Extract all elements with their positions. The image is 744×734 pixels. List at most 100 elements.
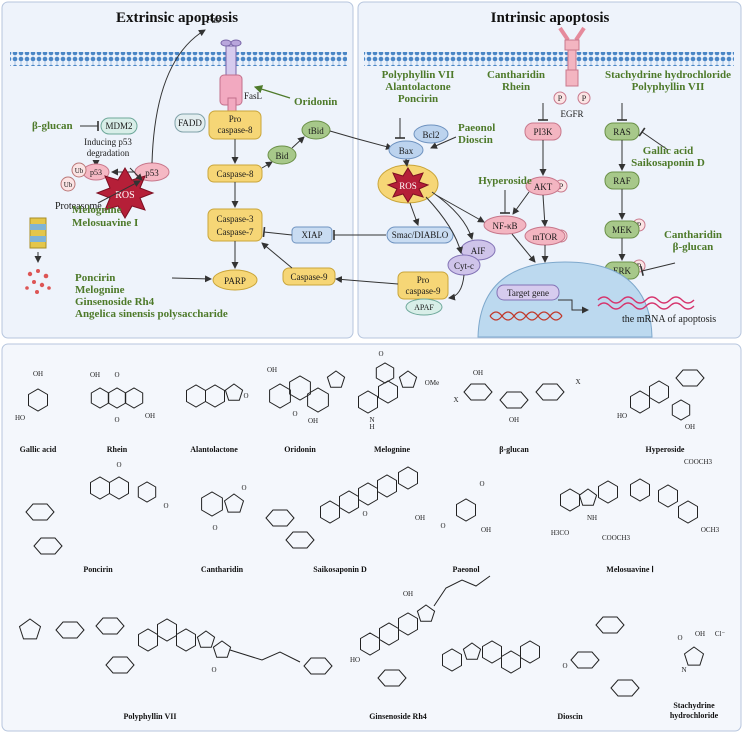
polyphyllin-sugar-5 — [303, 657, 333, 675]
melognine-ring-2 — [378, 380, 398, 404]
poncirin-ring-2 — [109, 476, 129, 500]
tbid-node — [301, 120, 331, 140]
cantharidin-anhydride — [223, 493, 245, 513]
bcl2-label: Bcl2 — [423, 130, 440, 140]
hyperoside-ho: HO — [617, 412, 627, 420]
int-drug-0-1: Alantolactone — [385, 81, 451, 93]
inducing-l1: Inducing p53 — [84, 137, 132, 147]
melognine-ring-1 — [358, 390, 378, 414]
dioscin-sugar-2 — [595, 616, 625, 634]
int-drug-4-1: Saikosaponin D — [631, 157, 705, 169]
arrow-melognine-p53 — [97, 180, 141, 204]
oridonin-ring-1 — [269, 383, 291, 409]
drug-bglucan: β-glucan — [32, 120, 73, 132]
melognine-h: H — [369, 423, 374, 431]
polyphyllin-sugar-4 — [105, 656, 135, 674]
akt-label: AKT — [534, 182, 553, 192]
melos-ring-1 — [560, 488, 580, 512]
oridonin-ring-4 — [326, 370, 346, 388]
egfr-receptor — [558, 26, 586, 87]
polyphyllin-sugar-1 — [18, 618, 42, 640]
poly-ome: O — [211, 666, 216, 674]
arrow-paeonol-bax — [430, 136, 457, 149]
drug-oridonin: Oridonin — [294, 96, 337, 108]
target-gene-label: Target gene — [507, 288, 549, 298]
smac-label: Smac/DIABLO — [392, 230, 449, 240]
bglucan-sugar-1 — [463, 383, 493, 401]
extrinsic-panel — [1, 1, 354, 339]
arrow-ros-cytc — [425, 196, 464, 254]
fasl-label: FasL — [244, 91, 262, 101]
ros-burst-right — [386, 167, 430, 203]
saiko-ring-5 — [398, 466, 418, 490]
caspase7-label: Caspase-7 — [217, 227, 254, 237]
melognine-ring-3 — [398, 370, 418, 388]
dioscin-sugar-3 — [610, 679, 640, 697]
gallic-ring — [28, 388, 48, 412]
proteasome-icon — [25, 217, 51, 294]
intrinsic-panel — [357, 1, 742, 339]
dioscin-o: O — [562, 662, 567, 670]
arrow-p53-fas — [151, 29, 206, 164]
bglucan-oh2: OH — [509, 416, 519, 424]
ros-label-right: ROS — [399, 181, 417, 191]
membrane-left — [10, 52, 347, 66]
egfr-label: EGFR — [560, 109, 583, 119]
p53-label: p53 — [145, 168, 159, 178]
apaf-node — [405, 298, 443, 316]
bglucan-sugar-3 — [535, 383, 565, 401]
melos-ring-5 — [658, 484, 678, 508]
nfkb-node — [483, 215, 527, 235]
erk-label: ERK — [613, 266, 632, 276]
gins-sugar — [377, 669, 407, 687]
int-drug-hyperoside: Hyperoside — [478, 175, 532, 187]
oridonin-ring-3 — [307, 387, 329, 413]
melos-ring-3 — [598, 480, 618, 504]
ub-label-2: Ub — [64, 181, 73, 189]
mdm2-label: MDM2 — [105, 121, 132, 131]
gallic-inhibit — [638, 127, 669, 151]
int-drug-3-1: Dioscin — [458, 134, 493, 146]
ub-label-1: Ub — [75, 167, 84, 175]
bax-label: Bax — [399, 146, 414, 156]
membrane-right — [364, 52, 734, 66]
dioscin-sugar-1 — [570, 651, 600, 669]
melognine-o: O — [378, 350, 383, 358]
phospho-label-5: P — [637, 262, 642, 271]
polyphyllin-sugar-2 — [55, 621, 85, 639]
gallic-oh: OH — [33, 370, 43, 378]
caspase3-label: Caspase-3 — [217, 214, 254, 224]
struct-caption-r2-0: Poncirin — [83, 565, 113, 574]
mek-label: MEK — [612, 225, 633, 235]
paeonol-o: O — [479, 480, 484, 488]
caspase8-label: Caspase-8 — [217, 169, 254, 179]
struct-caption-r1-6: Hyperoside — [646, 445, 685, 454]
xiap-label: XIAP — [301, 230, 322, 240]
phospho-label-0: P — [558, 94, 563, 103]
struct-caption-r3-3: Stachydrine — [673, 701, 715, 710]
tbid-label: tBid — [308, 126, 324, 136]
arrow-casp9-casp3 — [261, 242, 293, 269]
gins-ho: HO — [350, 656, 360, 664]
fadd-box — [174, 113, 206, 133]
mrna-label: the mRNA of apoptosis — [622, 314, 716, 325]
rhein-oh1: OH — [90, 371, 100, 379]
oridonin-oh1: OH — [267, 366, 277, 374]
hyperoside-ring-b — [671, 399, 691, 421]
struct-caption-r1-1: Rhein — [107, 445, 128, 454]
oridonin-ring-2 — [289, 375, 311, 401]
mrna-wave — [597, 296, 695, 310]
poly-ring-3 — [176, 628, 196, 652]
gins-ring-3 — [398, 612, 418, 636]
mdm2-box — [100, 117, 138, 135]
arrow-transcription — [558, 299, 589, 314]
p53-small-label: p53 — [90, 168, 102, 177]
pro-caspase8-l1: Pro — [229, 114, 242, 124]
rhein-o1: O — [114, 371, 119, 379]
ext-drug-1: Melognine — [75, 284, 125, 296]
dioscin-ring-1 — [442, 648, 462, 672]
structures-panel — [1, 343, 742, 732]
